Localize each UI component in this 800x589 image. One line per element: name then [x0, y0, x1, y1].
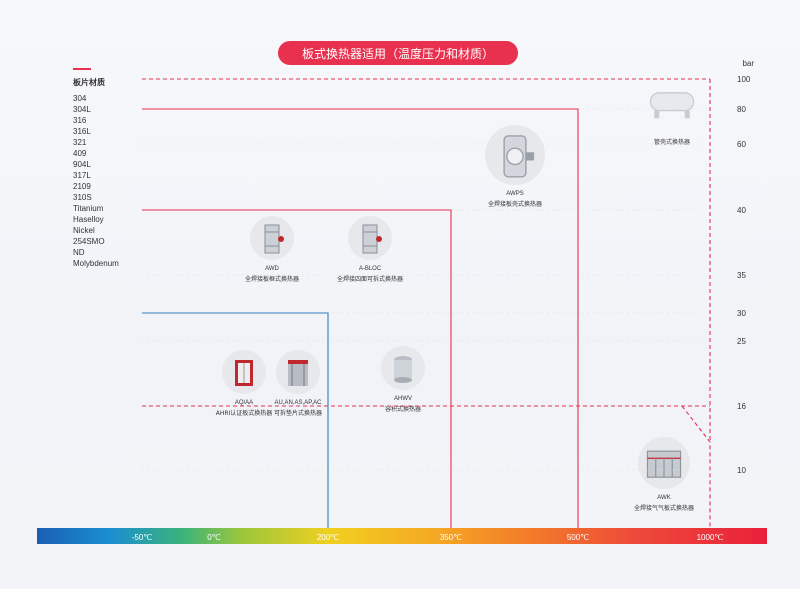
legend-item: 316 — [73, 116, 87, 125]
material-legend: 板片材质 304 304L 316 316L 321 409 904L 317L 2109 310… — [73, 68, 119, 269]
product-icon — [250, 216, 294, 260]
product-name-label: AHRI认证板式换热器 — [215, 410, 273, 417]
x-tick-label: -50℃ — [132, 533, 153, 542]
product-code-label: AWD — [265, 266, 279, 272]
y-axis-unit: bar — [742, 59, 754, 68]
x-tick-label: 200℃ — [317, 533, 339, 542]
product-icon — [348, 216, 392, 260]
chart-title: 板式换热器适用（温度压力和材质） — [278, 41, 518, 65]
product-name-label: 全焊接四面可拆式换热器 — [336, 276, 403, 283]
y-tick-label: 25 — [737, 337, 746, 346]
legend-item: 304 — [73, 94, 87, 103]
product-icon — [381, 346, 425, 390]
legend-item: Titanium — [73, 204, 104, 213]
x-tick-label: 1000℃ — [697, 533, 724, 542]
legend-item: Molybdenum — [73, 259, 119, 268]
legend-item: 317L — [73, 171, 91, 180]
product-name-label: 全焊接板壳式换热器 — [487, 201, 542, 208]
y-tick-label: 35 — [737, 271, 746, 280]
product-name-label: 全焊接气气板式换热器 — [633, 505, 694, 512]
legend-item: 2109 — [73, 182, 91, 191]
legend-item: 310S — [73, 193, 92, 202]
boundary-line — [142, 209, 452, 275]
y-tick-label: 16 — [737, 402, 746, 411]
legend-item: 304L — [73, 105, 91, 114]
boundary-line — [142, 108, 579, 144]
y-tick-label: 10 — [737, 466, 746, 475]
x-tick-label: 350℃ — [440, 533, 462, 542]
product-icon — [222, 350, 266, 394]
product-code-label: AU,AN,AS,AP,AC — [274, 400, 322, 406]
product-name-label: 可拆垫片式换热器 — [273, 410, 322, 417]
y-tick-label: 100 — [737, 75, 751, 84]
x-tick-label: 500℃ — [567, 533, 589, 542]
y-tick-label: 80 — [737, 105, 746, 114]
legend-item: 904L — [73, 160, 91, 169]
temperature-colorbar — [37, 528, 767, 544]
product-code-label: A-BLOC — [358, 266, 382, 272]
legend-item: 316L — [73, 127, 91, 136]
x-tick-label: 0℃ — [207, 533, 220, 542]
product-code-label: AWK — [657, 495, 671, 501]
product-name-label: 容积式换热器 — [384, 406, 421, 413]
boundary-line — [142, 312, 329, 341]
product-code-label: AHWV — [394, 396, 412, 402]
legend-item: 409 — [73, 149, 87, 158]
product-icon — [276, 350, 320, 394]
y-tick-label: 30 — [737, 309, 746, 318]
y-tick-label: 40 — [737, 206, 746, 215]
legend-heading: 板片材质 — [73, 78, 105, 87]
legend-item: 321 — [73, 138, 87, 147]
product-icon — [638, 437, 690, 489]
product-name-label: 管壳式换热器 — [653, 139, 690, 146]
product-name-label: 全焊接板框式换热器 — [244, 276, 299, 283]
legend-item: Nickel — [73, 226, 95, 235]
legend-item: ND — [73, 248, 85, 257]
product-code-label: AQ/AA — [234, 400, 254, 406]
legend-item-list: 304 304L 316 316L 321 409 904L 317L 2109 310S Tita… — [73, 93, 119, 269]
product-icon — [644, 75, 700, 131]
y-tick-label: 60 — [737, 140, 746, 149]
legend-item: 254SMO — [73, 237, 105, 246]
product-code-label: AWPS — [506, 191, 524, 197]
product-icon — [485, 125, 545, 185]
legend-item: Haselloy — [73, 215, 104, 224]
legend-accent-bar — [73, 68, 91, 70]
boundary-line — [681, 405, 711, 528]
